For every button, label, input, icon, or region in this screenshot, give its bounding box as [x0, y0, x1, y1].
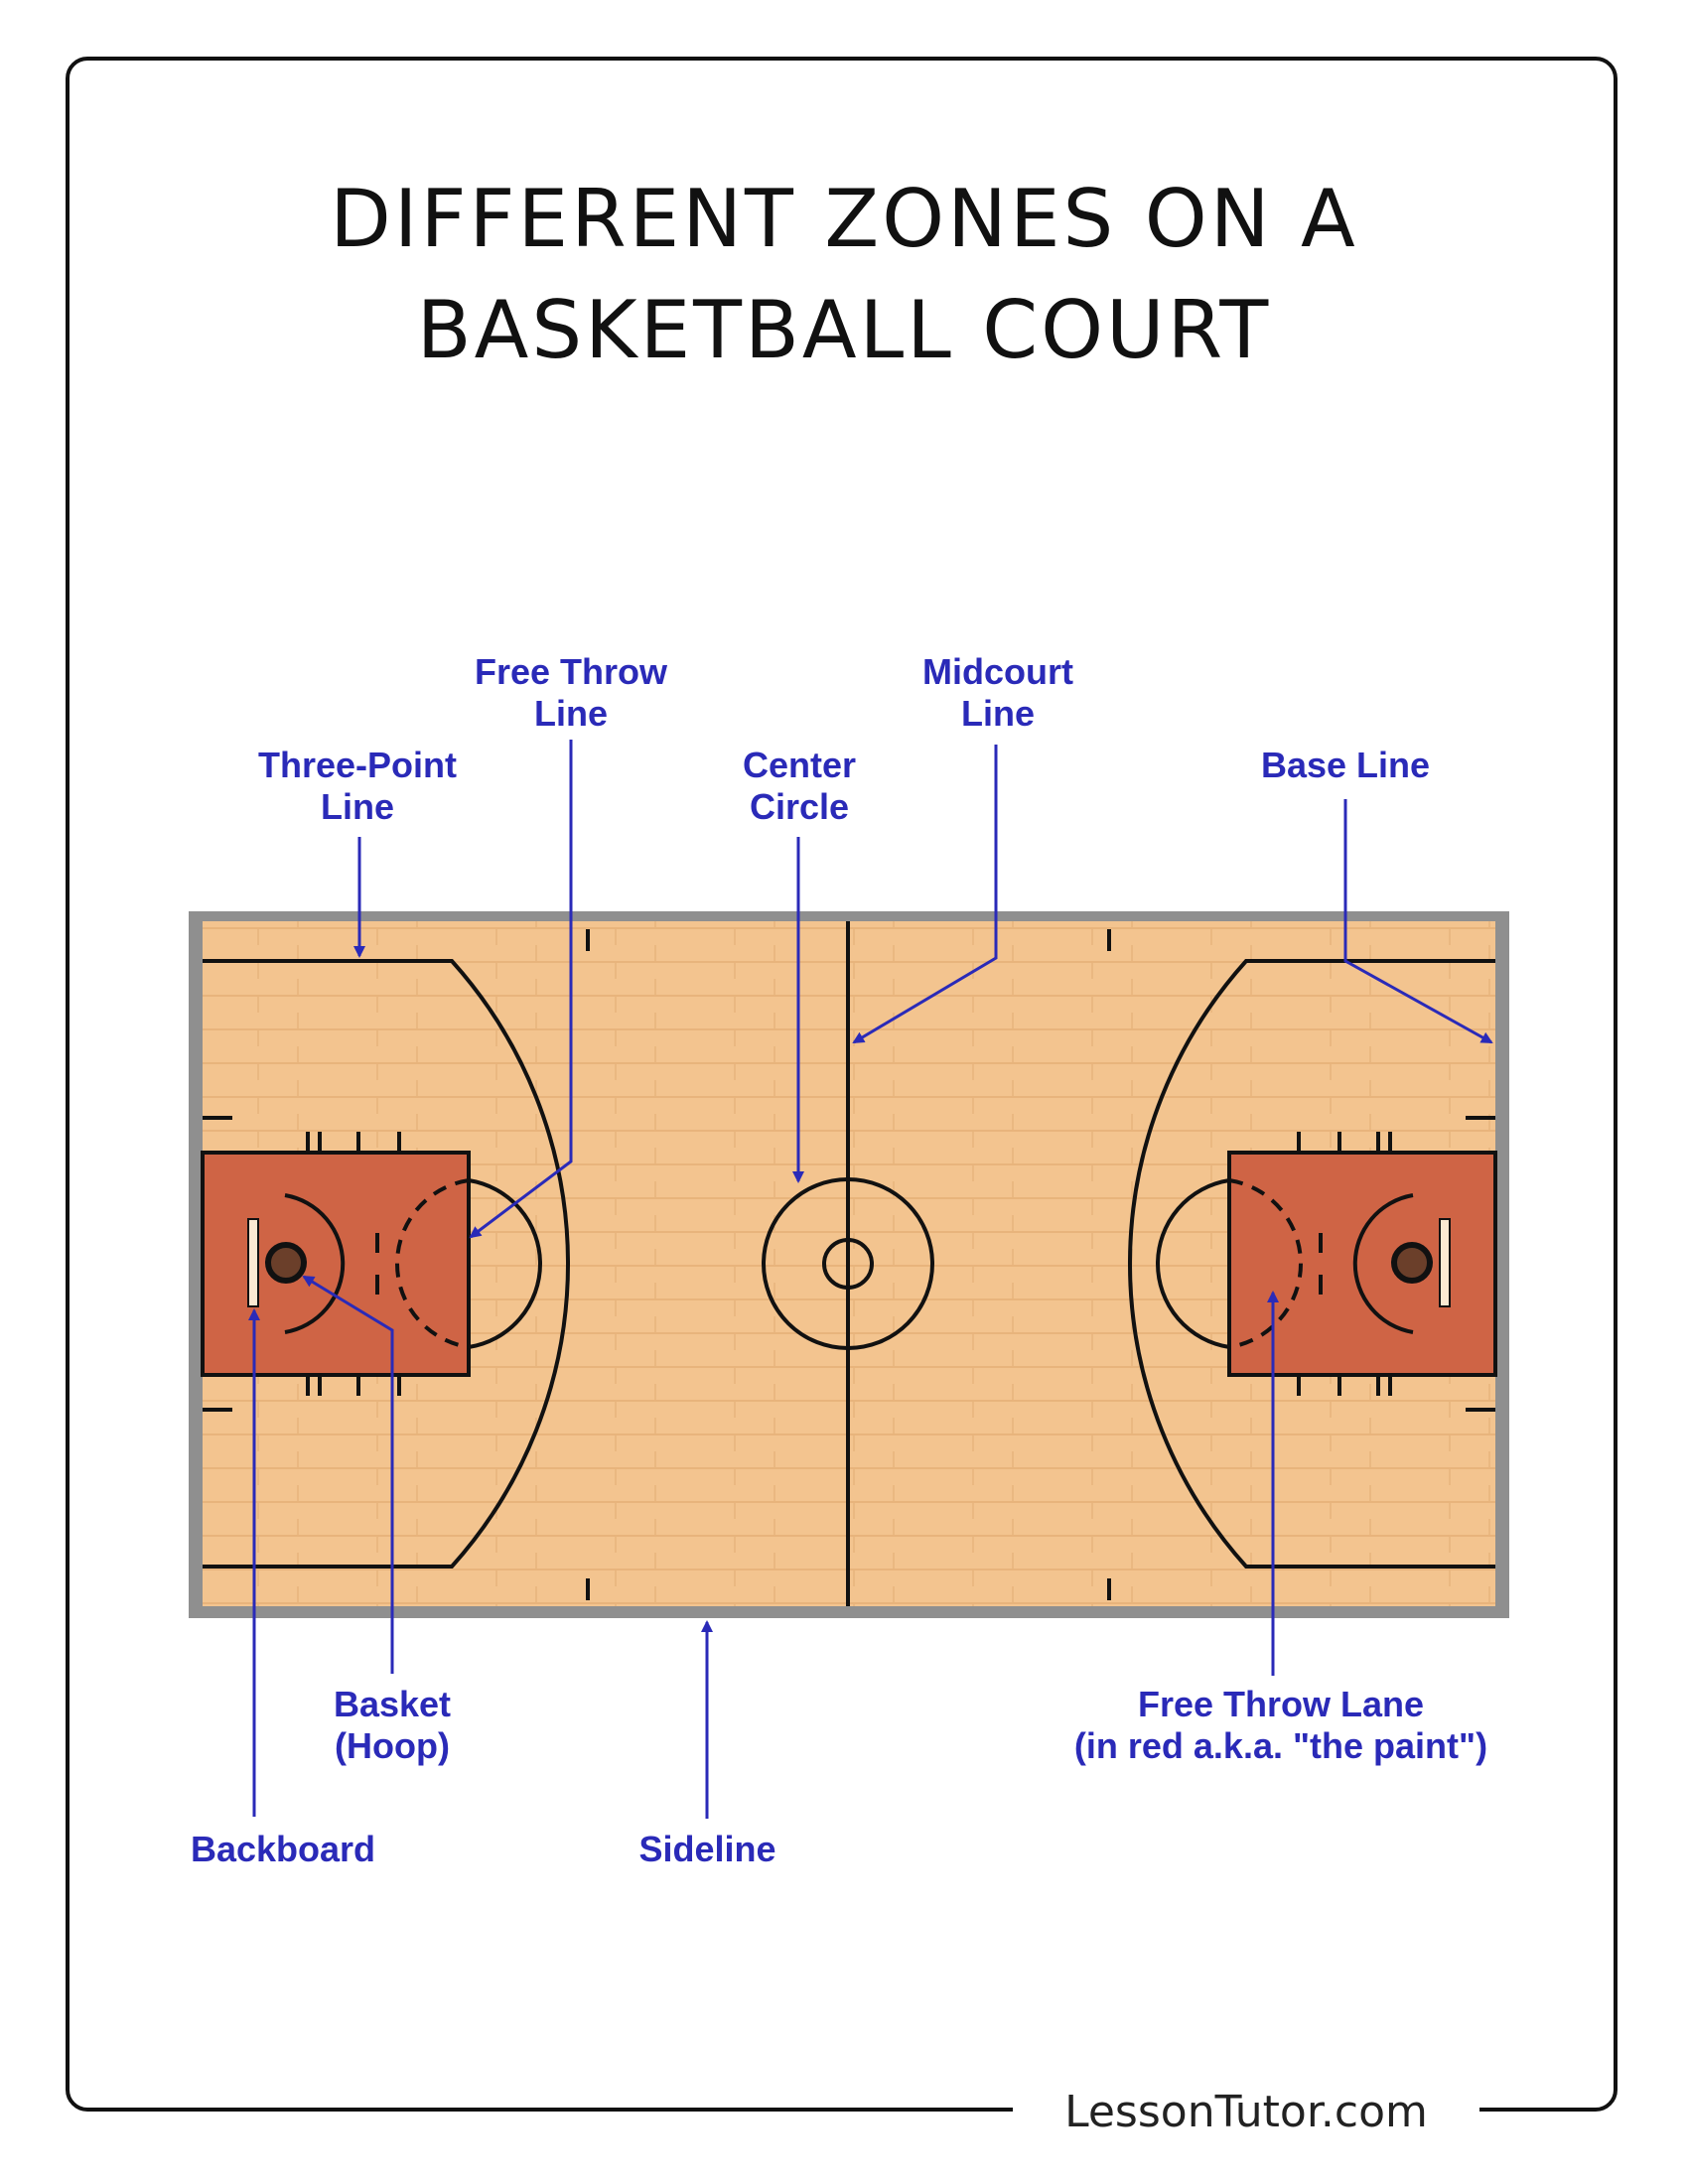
left-free-throw-circle-solid [468, 1178, 542, 1349]
center-inner-circle [822, 1238, 874, 1290]
right-free-throw-lane [1227, 1151, 1497, 1377]
label-base-line: Base Line [1260, 745, 1431, 785]
left-free-throw-lane [201, 1151, 471, 1377]
left-restricted-arc [284, 1193, 346, 1334]
page-title: DIFFERENT ZONES ON A BASKETBALL COURT [0, 164, 1688, 386]
label-backboard: Backboard [190, 1829, 376, 1869]
pointer-base-line [1343, 799, 1493, 1044]
right-free-throw-circle-dashed [1228, 1178, 1303, 1349]
right-basket [1391, 1242, 1433, 1284]
right-restricted-arc [1352, 1193, 1414, 1334]
label-basket: Basket (Hoop) [333, 1684, 452, 1766]
title-line-2: BASKETBALL COURT [416, 284, 1272, 376]
footer-site-name: LessonTutor.com [1013, 2083, 1479, 2142]
label-free-throw-line: Free Throw Line [474, 651, 668, 734]
right-free-throw-circle-solid [1156, 1178, 1230, 1349]
label-three-point-line: Three-Point Line [257, 745, 457, 827]
page-frame [66, 57, 1618, 2112]
title-line-1: DIFFERENT ZONES ON A [330, 173, 1358, 265]
center-circle [762, 1177, 934, 1350]
label-center-circle: Center Circle [742, 745, 857, 827]
label-midcourt-line: Midcourt Line [922, 651, 1073, 734]
right-backboard [1439, 1218, 1451, 1307]
left-three-point-line [203, 959, 571, 1569]
pointer-basket [302, 1275, 394, 1674]
pointer-free-throw-line [469, 740, 573, 1239]
right-three-point-line [1127, 959, 1495, 1569]
label-sideline: Sideline [638, 1829, 776, 1869]
left-free-throw-circle-dashed [395, 1178, 470, 1349]
left-backboard [247, 1218, 259, 1307]
left-basket [265, 1242, 307, 1284]
pointer-midcourt-line [852, 745, 998, 1044]
label-free-throw-lane: Free Throw Lane (in red a.k.a. "the pain… [1073, 1684, 1488, 1766]
